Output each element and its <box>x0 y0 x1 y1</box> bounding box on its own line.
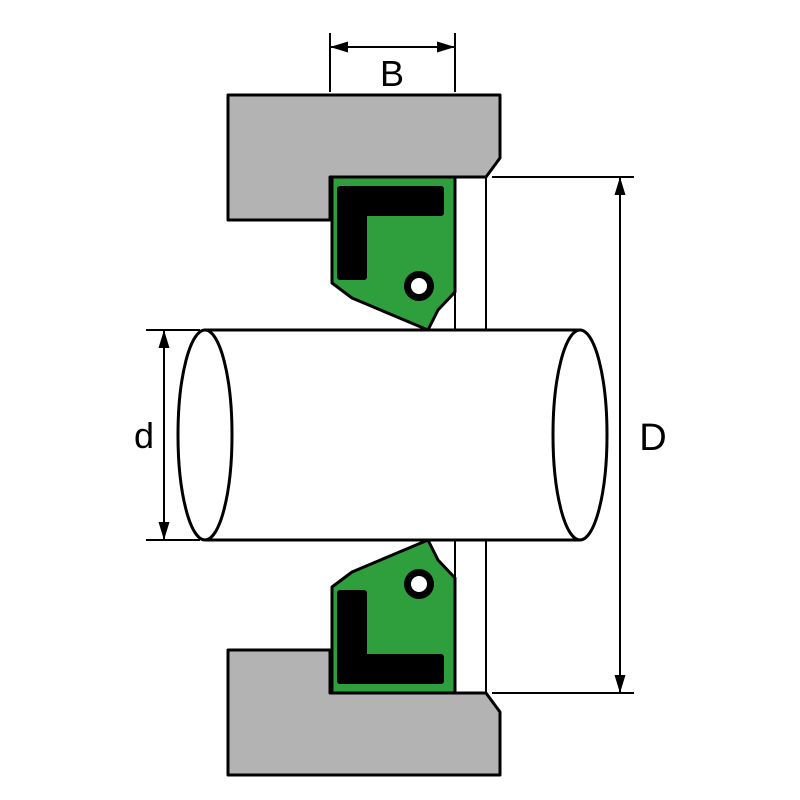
shaft-right-end-face <box>551 328 609 542</box>
seal-upper-case-insert <box>337 186 444 280</box>
dim-b-arrow-left-icon <box>330 41 348 53</box>
dim-D-arrow-up-icon <box>614 177 626 195</box>
dim-D-label: D <box>639 417 666 459</box>
seal-lower-garter-spring <box>404 569 434 599</box>
dim-d-label: d <box>134 415 154 456</box>
dimension-shaft-diameter: d <box>134 329 200 541</box>
seal-upper-garter-spring <box>404 271 434 301</box>
dim-b-label: B <box>380 53 404 94</box>
dimension-seal-width: B <box>329 33 456 94</box>
dim-b-arrow-right-icon <box>437 41 455 53</box>
dim-d-arrow-down-icon <box>158 522 170 540</box>
shaft-body <box>205 330 580 540</box>
dimension-outer-diameter: D <box>492 176 667 694</box>
seal-lower-case-insert <box>337 590 444 684</box>
shaft-left-end-face <box>176 328 234 542</box>
dim-D-arrow-down-icon <box>614 675 626 693</box>
dim-d-arrow-up-icon <box>158 330 170 348</box>
